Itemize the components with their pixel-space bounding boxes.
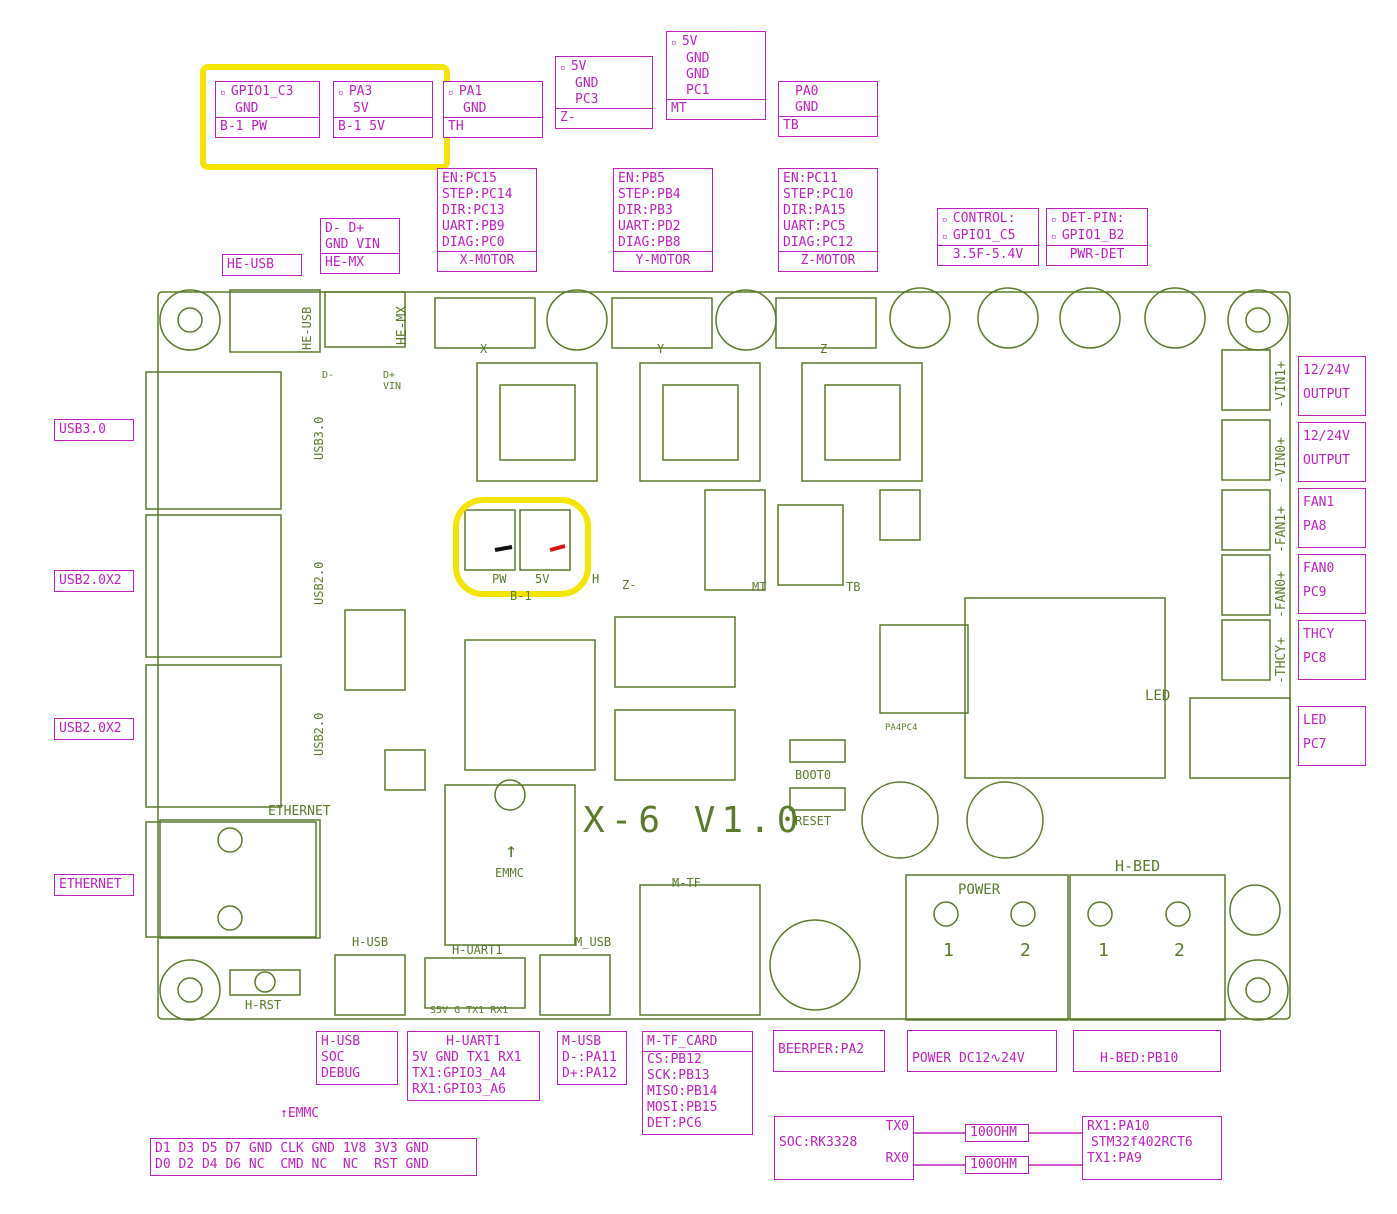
label-pwr-det: DET-PIN: GPIO1_B2 PWR-DET — [1046, 208, 1148, 266]
silk-tb: TB — [846, 580, 861, 594]
silk-power-1: 1 — [943, 940, 954, 961]
silk-fan0: -FAN0+ — [1274, 571, 1289, 618]
label-control: CONTROL: GPIO1_C5 3.5F-5.4V — [937, 208, 1039, 266]
silk-he-dp: D+ — [383, 370, 396, 381]
silk-he-mx: HE-MX — [395, 305, 410, 345]
label-usb30: USB3.0 — [54, 419, 134, 441]
silk-reset: RESET — [795, 814, 832, 828]
silk-h-usb: H-USB — [352, 935, 389, 949]
silk-usb20-a: USB2.0 — [312, 561, 326, 605]
silk-vin0: -VIN0+ — [1274, 437, 1289, 484]
label-m-usb: M-USB D-:PA11 D+:PA12 — [557, 1031, 627, 1085]
label-y-motor: EN:PB5 STEP:PB4 DIR:PB3 UART:PD2 DIAG:PB… — [613, 168, 713, 272]
silk-fan1: -FAN1+ — [1274, 506, 1289, 553]
silk-pw: PW — [492, 572, 507, 586]
silk-power: POWER — [958, 882, 1001, 898]
silk-power-2: 2 — [1020, 940, 1031, 961]
label-power: POWER DC12∿24V — [907, 1030, 1057, 1072]
label-mcu-uart: RX1:PA10 STM32f402RCT6 TX1:PA9 — [1082, 1116, 1222, 1180]
label-he-usb: HE-USB — [222, 254, 302, 276]
silk-h-bed: H-BED — [1115, 857, 1161, 875]
silk-uart-pins: S5V G TX1 RX1 — [430, 1005, 509, 1016]
label-x-motor: EN:PC15 STEP:PC14 DIR:PC13 UART:PB9 DIAG… — [437, 168, 537, 272]
label-out1: 12/24V OUTPUT — [1298, 356, 1366, 416]
silk-he-d: D- — [322, 370, 335, 381]
silk-zz: Z — [820, 342, 828, 356]
silk-h-rst: H-RST — [245, 998, 282, 1012]
silk-x: X — [480, 342, 488, 356]
label-tb: PA0 GND TB — [778, 81, 878, 137]
label-ohm-2: 100OHM — [965, 1156, 1029, 1174]
silk-bed-2: 2 — [1174, 940, 1185, 961]
silk-boot0: BOOT0 — [795, 768, 832, 782]
label-fan1: FAN1 PA8 — [1298, 488, 1366, 548]
silk-he-usb: HE-USB — [300, 306, 314, 350]
label-he-mx: D- D+ GND VIN HE-MX — [320, 218, 400, 274]
silk-b1: B-1 — [510, 589, 532, 603]
silk-thcy: -THCY+ — [1274, 637, 1289, 684]
silk-he-vin: VIN — [383, 381, 402, 392]
label-soc: TX0 SOC:RK3328 RX0 — [774, 1116, 914, 1180]
highlight-b1-board — [453, 497, 591, 597]
label-mt: 5V GND GND PC1 MT — [666, 31, 766, 120]
label-m-tf-card: M-TF_CARD CS:PB12 SCK:PB13 MISO:PB14 MOS… — [642, 1031, 753, 1135]
silk-vin1: -VIN1+ — [1274, 361, 1289, 408]
board-title: X-6 V1.0 — [583, 800, 805, 841]
silk-mt: MT — [752, 580, 767, 594]
silk-z: Z- — [622, 578, 637, 592]
silk-usb20-b: USB2.0 — [312, 712, 326, 756]
label-h-usb: H-USB SOC DEBUG — [316, 1031, 398, 1085]
label-h-bed: H-BED:PB10 — [1073, 1030, 1221, 1072]
silk-m-tf: M-TF — [672, 876, 701, 890]
label-th: PA1 GND TH — [443, 81, 543, 138]
label-b1-5v: PA3 5V B-1 5V — [333, 81, 433, 138]
silk-emmc-arrow: ↑ — [505, 838, 518, 862]
silk-y: Y — [657, 342, 665, 356]
silk-pa4pc4: PA4PC4 — [885, 723, 918, 733]
silk-ethernet: ETHERNET — [268, 804, 331, 819]
label-usb20-b: USB2.0X2 — [54, 718, 134, 740]
label-emmc-pins: D1 D3 D5 D7 GND CLK GND 1V8 3V3 GND D0 D… — [150, 1138, 477, 1176]
silk-th: H — [592, 572, 600, 586]
label-b1-pw: GPIO1_C3 GND B-1 PW — [215, 81, 320, 138]
silk-h-uart1: H-UART1 — [452, 943, 503, 957]
label-emmc-title: ↑EMMC — [280, 1106, 320, 1121]
label-thcy: THCY PC8 — [1298, 620, 1366, 680]
silk-5v: 5V — [535, 572, 550, 586]
silk-m-usb: M_USB — [575, 935, 612, 949]
label-out2: 12/24V OUTPUT — [1298, 422, 1366, 482]
silk-emmc: EMMC — [495, 866, 524, 880]
label-led: LED PC7 — [1298, 706, 1366, 766]
silk-led: LED — [1145, 688, 1171, 704]
label-usb20-a: USB2.0X2 — [54, 570, 134, 592]
label-ethernet: ETHERNET — [54, 874, 134, 896]
silk-bed-1: 1 — [1098, 940, 1109, 961]
label-h-uart1: H-UART1 5V GND TX1 RX1 TX1:GPIO3_A4 RX1:… — [407, 1031, 540, 1101]
label-ohm-1: 100OHM — [965, 1124, 1029, 1142]
label-fan0: FAN0 PC9 — [1298, 554, 1366, 614]
label-beeper: BEERPER:PA2 — [773, 1030, 885, 1072]
silk-usb30: USB3.0 — [312, 416, 326, 460]
label-z: 5V GND PC3 Z- — [555, 56, 653, 129]
label-z-motor: EN:PC11 STEP:PC10 DIR:PA15 UART:PC5 DIAG… — [778, 168, 878, 272]
